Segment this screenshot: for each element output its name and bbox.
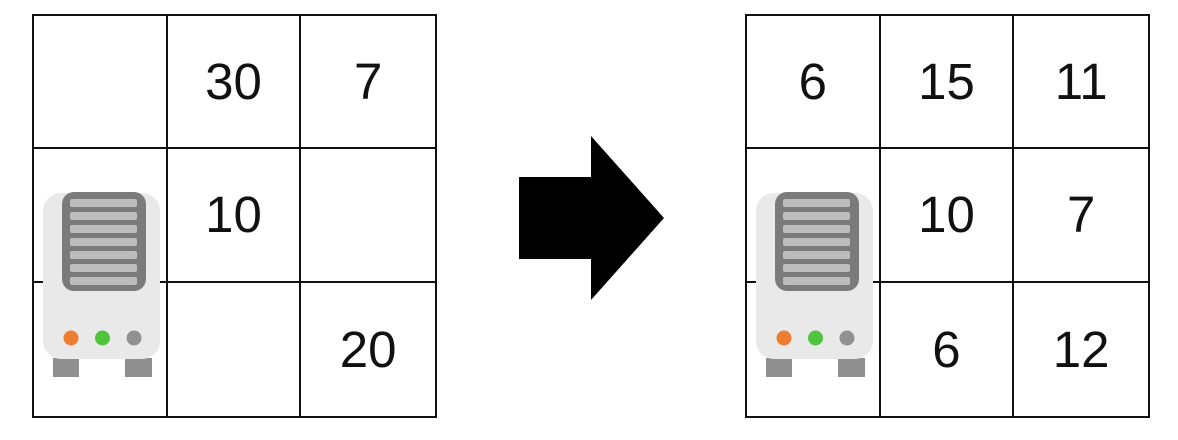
server-foot-right — [838, 358, 865, 377]
right-cell-r1c2: 15 — [880, 16, 1015, 150]
led-gray — [839, 330, 855, 346]
right-cell-r2c3: 7 — [1014, 149, 1148, 283]
server-vent-slats — [783, 199, 850, 285]
led-orange — [63, 330, 79, 346]
server-foot-right — [125, 358, 152, 377]
server-icon — [43, 192, 160, 377]
server-foot-left — [53, 358, 79, 377]
left-cell-r2c3 — [301, 149, 435, 283]
right-cell-r3c3: 12 — [1052, 320, 1110, 378]
led-orange — [776, 330, 792, 346]
led-green — [95, 330, 110, 346]
right-cell-r3c2: 6 — [881, 282, 1015, 416]
right-cell-r2c2: 10 — [880, 149, 1015, 283]
led-gray — [126, 330, 142, 346]
left-cell-r2c2: 10 — [167, 149, 302, 283]
right-cell-r1c1: 6 — [747, 16, 881, 150]
left-cell-r1c2: 30 — [167, 16, 302, 150]
led-green — [808, 330, 823, 346]
right-grid: 6 15 11 10 7 6 12 — [745, 14, 1150, 418]
left-cell-r3c3: 20 — [339, 320, 397, 378]
left-cell-r1c3: 7 — [301, 16, 435, 150]
right-cell-r1c3: 11 — [1014, 16, 1148, 150]
left-cell-r1c1 — [34, 16, 168, 150]
server-vent-slats — [70, 199, 137, 285]
left-cell-r3c1 — [34, 282, 168, 416]
right-cell-r3c1 — [747, 282, 881, 416]
left-cell-r3c2 — [168, 282, 302, 416]
left-grid: 30 7 10 20 — [32, 14, 437, 418]
right-arrow-icon — [519, 136, 664, 300]
server-icon — [756, 192, 873, 377]
server-foot-left — [766, 358, 792, 377]
